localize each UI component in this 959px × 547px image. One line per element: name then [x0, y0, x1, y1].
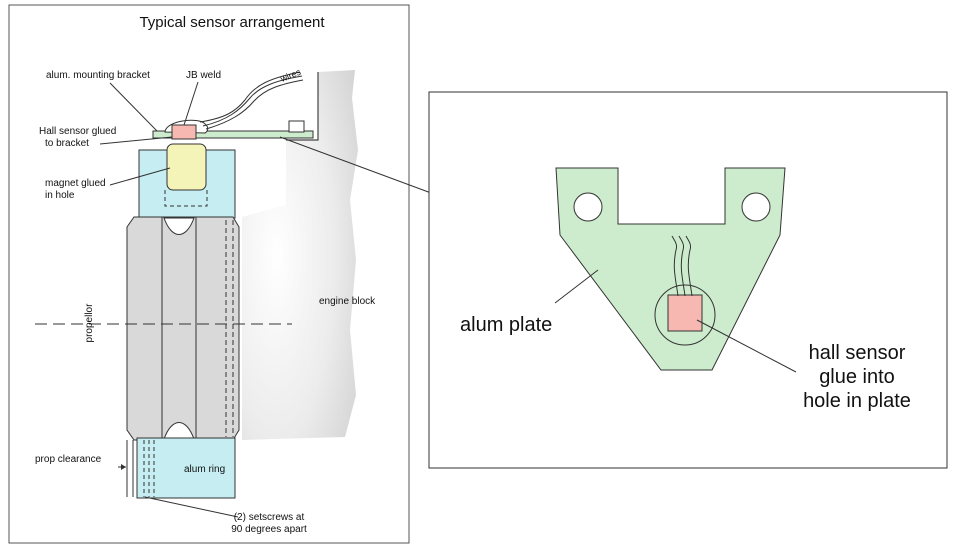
- hall-sensor-leader-right: [696, 319, 797, 373]
- hall-sensor-label-line1: Hall sensor glued: [39, 126, 116, 137]
- jb-weld-label: JB weld: [186, 70, 221, 81]
- setscrews-label-line2: 90 degrees apart: [231, 524, 307, 535]
- mounting-bracket: [152, 130, 314, 139]
- magnet-label-line2: in hole: [45, 190, 75, 201]
- propeller-hub: [126, 216, 240, 441]
- alum-plate: [555, 167, 786, 371]
- hall-sensor-side: [171, 124, 197, 140]
- magnet-label-line1: magnet glued: [45, 178, 106, 189]
- hall-sensor-leader: [99, 136, 173, 145]
- hall-sensor-label-right: hall sensor: [809, 342, 906, 364]
- jb-weld-leader: [183, 81, 199, 126]
- clearance-arrowhead: [121, 464, 126, 470]
- alum-bracket-leader: [109, 82, 158, 132]
- engine-block-edge: [286, 72, 319, 141]
- glue-label-right: glue into: [819, 366, 895, 388]
- alum-plate-label: alum plate: [460, 314, 552, 336]
- setscrews-label-line1: (2) setscrews at: [234, 512, 305, 523]
- hall-sensor-top: [667, 294, 703, 332]
- plate-wire: [671, 235, 679, 297]
- prop-clearance-label: prop clearance: [35, 454, 102, 465]
- alum-ring-bottom: [136, 437, 236, 499]
- mounting-hole-left: [573, 192, 603, 222]
- setscrews-leader: [144, 496, 239, 518]
- magnet-leader: [109, 167, 171, 186]
- sensor-wire: [199, 71, 301, 123]
- alum-bracket-label: alum. mounting bracket: [46, 70, 150, 81]
- sensor-wire: [202, 75, 303, 127]
- bracket-screw-block: [288, 120, 305, 133]
- alum-ring-label: alum ring: [184, 464, 225, 475]
- plate-wire: [678, 235, 686, 297]
- plate-wire: [685, 235, 693, 297]
- engine-block-label: engine block: [319, 296, 376, 307]
- hall-sensor-label-line2: to bracket: [45, 138, 89, 149]
- magnet-hole-hidden: [164, 190, 208, 207]
- magnet: [166, 143, 207, 191]
- mounting-hole-right: [741, 192, 771, 222]
- hole-in-plate-label: hole in plate: [803, 390, 911, 412]
- alum-plate-leader: [554, 269, 599, 304]
- diagram-title: Typical sensor arrangement: [139, 14, 325, 31]
- groove-notch-top: [163, 217, 195, 235]
- sensor-wire: [205, 79, 304, 130]
- propellor-label: propellor: [84, 303, 95, 343]
- engine-block: [242, 70, 358, 440]
